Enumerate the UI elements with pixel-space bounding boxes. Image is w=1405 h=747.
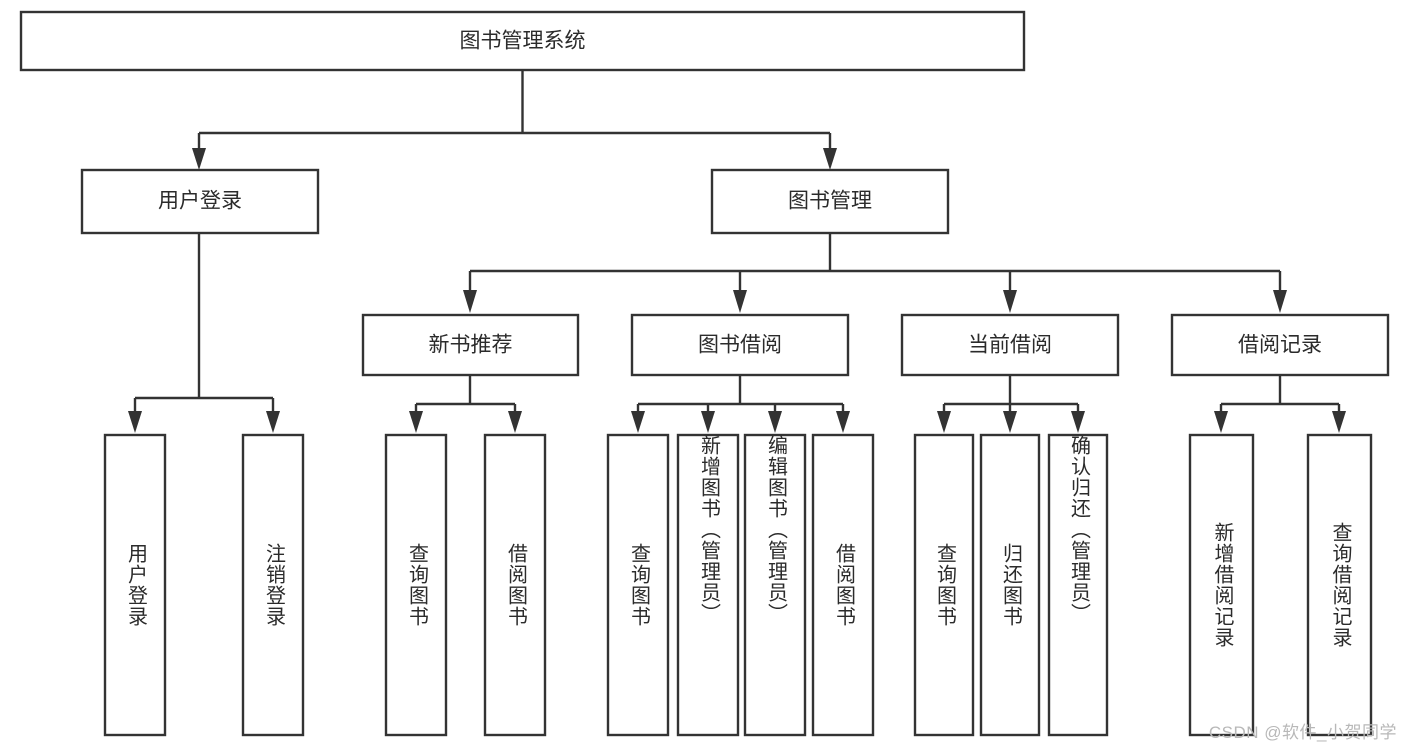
node-book-borrow[interactable]: 图书借阅 bbox=[630, 313, 850, 377]
node-user-login-label: 用户登录 bbox=[158, 190, 242, 213]
node-book-borrow-box[interactable] bbox=[630, 313, 850, 377]
connector-group-borrowbook-to-leaves bbox=[631, 375, 850, 433]
node-user-login-box[interactable] bbox=[80, 168, 320, 235]
node-book-manage-label: 图书管理 bbox=[788, 190, 872, 213]
arrow-icon-leaf-user-login bbox=[128, 411, 142, 433]
node-new-book-recommend[interactable]: 新书推荐 bbox=[361, 313, 580, 377]
arrow-icon-cb-query bbox=[937, 411, 951, 433]
node-user-login[interactable]: 用户登录 bbox=[80, 168, 320, 235]
arrow-icon-bb-borrow bbox=[836, 411, 850, 433]
leaf-box-br-add-record[interactable] bbox=[1188, 433, 1255, 737]
leaf-box-bb-add-book[interactable] bbox=[676, 433, 740, 737]
leaf-box-cb-confirm-return[interactable] bbox=[1047, 433, 1109, 737]
node-new-book-recommend-box[interactable] bbox=[361, 313, 580, 377]
arrow-icon-current-borrow bbox=[1003, 290, 1017, 313]
node-current-borrow-label: 当前借阅 bbox=[968, 334, 1052, 357]
connector-group-bookmanage-to-level3 bbox=[463, 233, 1287, 313]
node-new-book-recommend-label: 新书推荐 bbox=[429, 334, 513, 357]
connector-group-booklogin-to-leaves bbox=[128, 233, 280, 433]
leaf-box-br-query-record[interactable] bbox=[1306, 433, 1373, 737]
node-root-label: 图书管理系统 bbox=[460, 30, 586, 53]
arrow-icon-borrow-record bbox=[1273, 290, 1287, 313]
arrow-icon-nb-borrow bbox=[508, 411, 522, 433]
arrow-icon-new-book bbox=[463, 290, 477, 313]
node-root-box[interactable] bbox=[19, 10, 1026, 72]
connector-group-root-to-level2 bbox=[192, 70, 837, 170]
leaf-box-group bbox=[103, 433, 1373, 737]
arrow-icon-cb-return bbox=[1003, 411, 1017, 433]
node-root[interactable]: 图书管理系统 bbox=[19, 10, 1026, 72]
node-book-borrow-label: 图书借阅 bbox=[698, 334, 782, 357]
node-borrow-record-label: 借阅记录 bbox=[1238, 334, 1322, 357]
leaf-box-nb-borrow-book[interactable] bbox=[483, 433, 547, 737]
arrow-icon-br-add bbox=[1214, 411, 1228, 433]
connector-group-borrowrecord-to-leaves bbox=[1214, 375, 1346, 433]
arrow-icon-borrow-book bbox=[733, 290, 747, 313]
leaf-box-cb-return-book[interactable] bbox=[979, 433, 1041, 737]
leaf-box-cb-query-book[interactable] bbox=[913, 433, 975, 737]
arrow-icon-leaf-logout bbox=[266, 411, 280, 433]
connector-group-currentborrow-to-leaves bbox=[937, 375, 1085, 433]
csdn-watermark: CSDN @软件_小贺同学 bbox=[1208, 723, 1397, 742]
connector-group-newbook-to-leaves bbox=[409, 375, 522, 433]
arrow-icon-user-login bbox=[192, 148, 206, 170]
arrow-icon-br-query bbox=[1332, 411, 1346, 433]
arrow-icon-bb-query bbox=[631, 411, 645, 433]
leaf-box-bb-query-book[interactable] bbox=[606, 433, 670, 737]
leaf-box-logout[interactable] bbox=[241, 433, 305, 737]
leaf-box-bb-edit-book[interactable] bbox=[743, 433, 807, 737]
leaf-box-nb-query-book[interactable] bbox=[384, 433, 448, 737]
leaf-box-user-login[interactable] bbox=[103, 433, 167, 737]
arrow-icon-nb-query bbox=[409, 411, 423, 433]
node-book-manage[interactable]: 图书管理 bbox=[710, 168, 950, 235]
arrow-icon-cb-confirm bbox=[1071, 411, 1085, 433]
arrow-icon-bb-edit bbox=[768, 411, 782, 433]
leaf-box-bb-borrow-book[interactable] bbox=[811, 433, 875, 737]
node-borrow-record[interactable]: 借阅记录 bbox=[1170, 313, 1390, 377]
node-borrow-record-box[interactable] bbox=[1170, 313, 1390, 377]
arrow-icon-book-manage bbox=[823, 148, 837, 170]
node-book-manage-box[interactable] bbox=[710, 168, 950, 235]
arrow-icon-bb-add bbox=[701, 411, 715, 433]
node-current-borrow-box[interactable] bbox=[900, 313, 1120, 377]
node-current-borrow[interactable]: 当前借阅 bbox=[900, 313, 1120, 377]
